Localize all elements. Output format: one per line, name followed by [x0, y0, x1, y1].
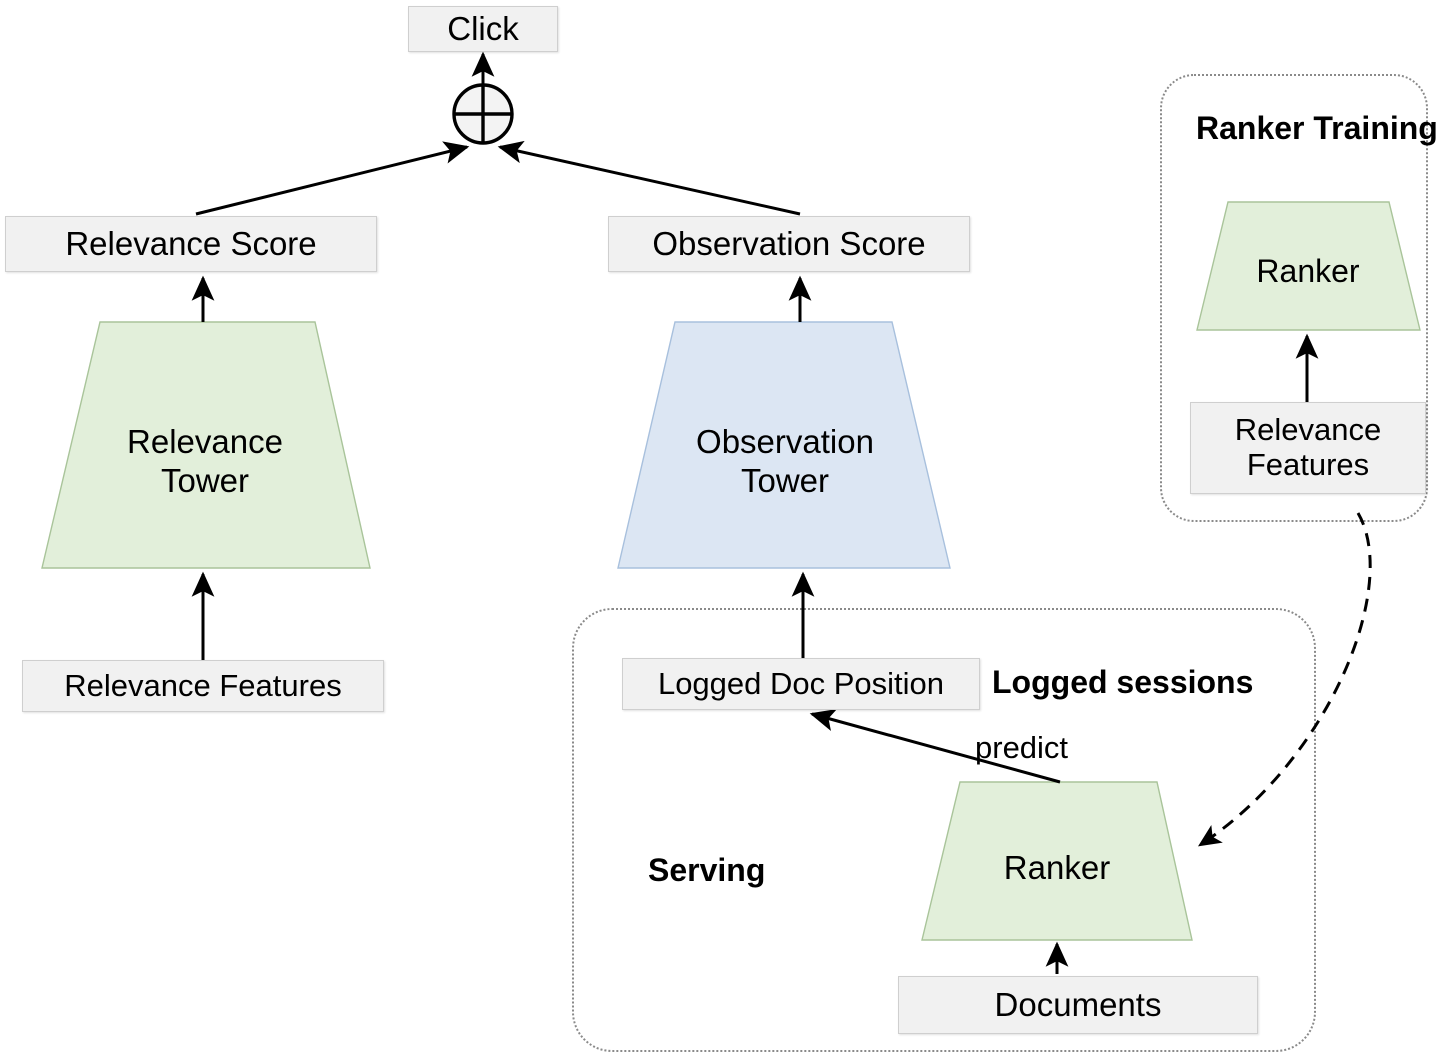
- edge-relevance-score-to-sum: [195, 141, 470, 216]
- relevance-score-box[interactable]: Relevance Score: [5, 216, 377, 272]
- observation-tower-shape: [617, 321, 951, 569]
- logged-doc-position-box[interactable]: Logged Doc Position: [622, 658, 980, 710]
- training-relevance-features-box[interactable]: Relevance Features: [1190, 402, 1426, 494]
- observation-tower-label-line2: Tower: [740, 462, 830, 499]
- documents-box[interactable]: Documents: [898, 976, 1258, 1034]
- edge-observation-score-to-sum: [497, 140, 801, 216]
- click-box[interactable]: Click: [408, 6, 558, 52]
- logged-doc-position-label: Logged Doc Position: [657, 665, 945, 701]
- observation-tower-label: Observation Tower: [640, 408, 930, 516]
- observation-score-box[interactable]: Observation Score: [608, 216, 970, 272]
- ranker-training-group-label: Ranker Training: [1196, 110, 1438, 146]
- relevance-tower-label: Relevance Tower: [60, 408, 350, 516]
- plus-circle-operator-icon: [452, 83, 514, 145]
- click-label: Click: [447, 9, 519, 47]
- observation-score-label: Observation Score: [652, 224, 926, 262]
- training-relevance-features-line1: Relevance: [1234, 412, 1382, 448]
- relevance-features-label: Relevance Features: [64, 667, 342, 703]
- relevance-tower-label-line2: Tower: [160, 462, 250, 499]
- observation-tower-label-line1: Observation: [696, 423, 874, 461]
- relevance-tower-label-line1: Relevance: [127, 423, 283, 461]
- serving-group-label: Serving: [648, 852, 766, 888]
- logged-sessions-group-label: Logged sessions: [992, 664, 1254, 700]
- predict-edge-label: predict: [975, 730, 1069, 765]
- documents-label: Documents: [994, 985, 1162, 1023]
- relevance-tower-shape: [41, 321, 371, 569]
- relevance-score-label: Relevance Score: [65, 224, 317, 262]
- relevance-features-box[interactable]: Relevance Features: [22, 660, 384, 712]
- training-relevance-features-line2: Features: [1246, 447, 1370, 482]
